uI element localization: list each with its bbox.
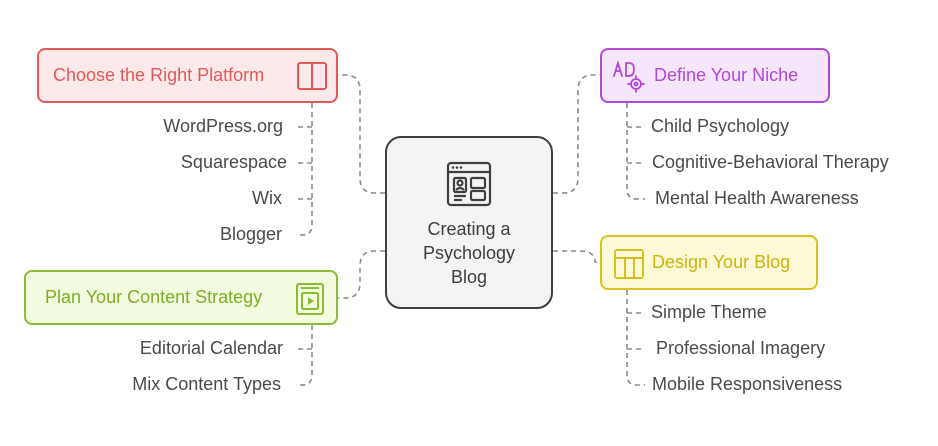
branch-content: Plan Your Content Strategy	[24, 270, 338, 325]
connector-niche	[553, 74, 600, 194]
niche-item-1: Child Psychology	[651, 116, 790, 136]
niche-item-2: Cognitive-Behavioral Therapy	[652, 152, 889, 172]
content-item-1: Editorial Calendar	[139, 338, 283, 358]
connector-design	[553, 250, 600, 263]
branch-content-title: Plan Your Content Strategy	[45, 287, 263, 307]
niche-item-3: Mental Health Awareness	[655, 188, 859, 208]
central-title-line-1: Creating a	[427, 219, 511, 239]
central-title-line-3: Blog	[450, 267, 488, 287]
connector-platform-items	[296, 103, 313, 236]
branch-niche-title: Define Your Niche	[654, 65, 799, 85]
branch-design: Design Your Blog	[600, 235, 818, 290]
design-item-1: Simple Theme	[651, 302, 767, 322]
platform-item-4: Blogger	[219, 224, 282, 244]
central-title-line-2: Psychology	[422, 243, 516, 263]
branch-design-title: Design Your Blog	[652, 252, 791, 272]
central-topic-title: Creating a Psychology Blog	[387, 217, 551, 289]
layout-window-icon	[446, 161, 492, 207]
branch-platform: Choose the Right Platform	[37, 48, 338, 103]
design-item-3: Mobile Responsiveness	[652, 374, 843, 394]
branch-platform-title: Choose the Right Platform	[53, 65, 265, 85]
platform-item-2: Squarespace	[180, 152, 287, 172]
content-item-2: Mix Content Types	[132, 374, 281, 394]
layout-grid-icon	[614, 249, 644, 279]
connector-content	[338, 250, 385, 299]
design-item-2: Professional Imagery	[656, 338, 826, 358]
connector-content-items	[296, 325, 313, 386]
central-topic: Creating a Psychology Blog	[385, 136, 553, 309]
branch-niche: Define Your Niche	[600, 48, 830, 103]
connector-platform	[338, 74, 385, 194]
platform-item-3: Wix	[252, 188, 282, 208]
columns-icon	[297, 62, 327, 90]
video-book-icon	[296, 283, 324, 315]
connector-design-items	[626, 290, 645, 386]
ad-target-icon	[613, 60, 645, 93]
platform-item-1: WordPress.org	[163, 116, 283, 136]
connector-niche-items	[626, 103, 645, 200]
